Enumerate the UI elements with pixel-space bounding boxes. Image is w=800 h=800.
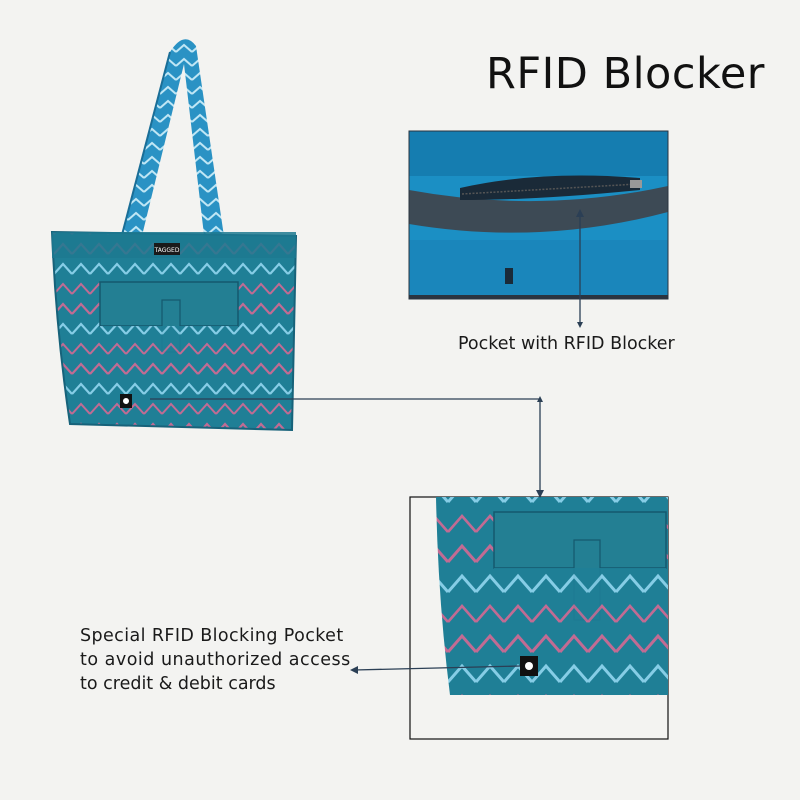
bag-photo: TAGGED xyxy=(50,39,298,432)
caption-line-1: Special RFID Blocking Pocket xyxy=(80,626,344,646)
pocket-caption: Pocket with RFID Blocker xyxy=(458,334,675,354)
arrow-down-icon xyxy=(150,396,544,498)
brand-tag: TAGGED xyxy=(154,247,180,254)
pocket-interior-photo xyxy=(408,130,669,300)
caption-line-2: to avoid unauthorized access xyxy=(80,650,351,670)
pocket-closeup-photo xyxy=(409,496,669,740)
caption-line-3: to credit & debit cards xyxy=(80,674,276,694)
page-title: RFID Blocker xyxy=(486,49,765,99)
arrow-up-icon xyxy=(576,209,584,328)
blocking-pocket-caption: Special RFID Blocking Pocket to avoid un… xyxy=(80,624,351,696)
arrow-left-icon xyxy=(350,665,521,674)
